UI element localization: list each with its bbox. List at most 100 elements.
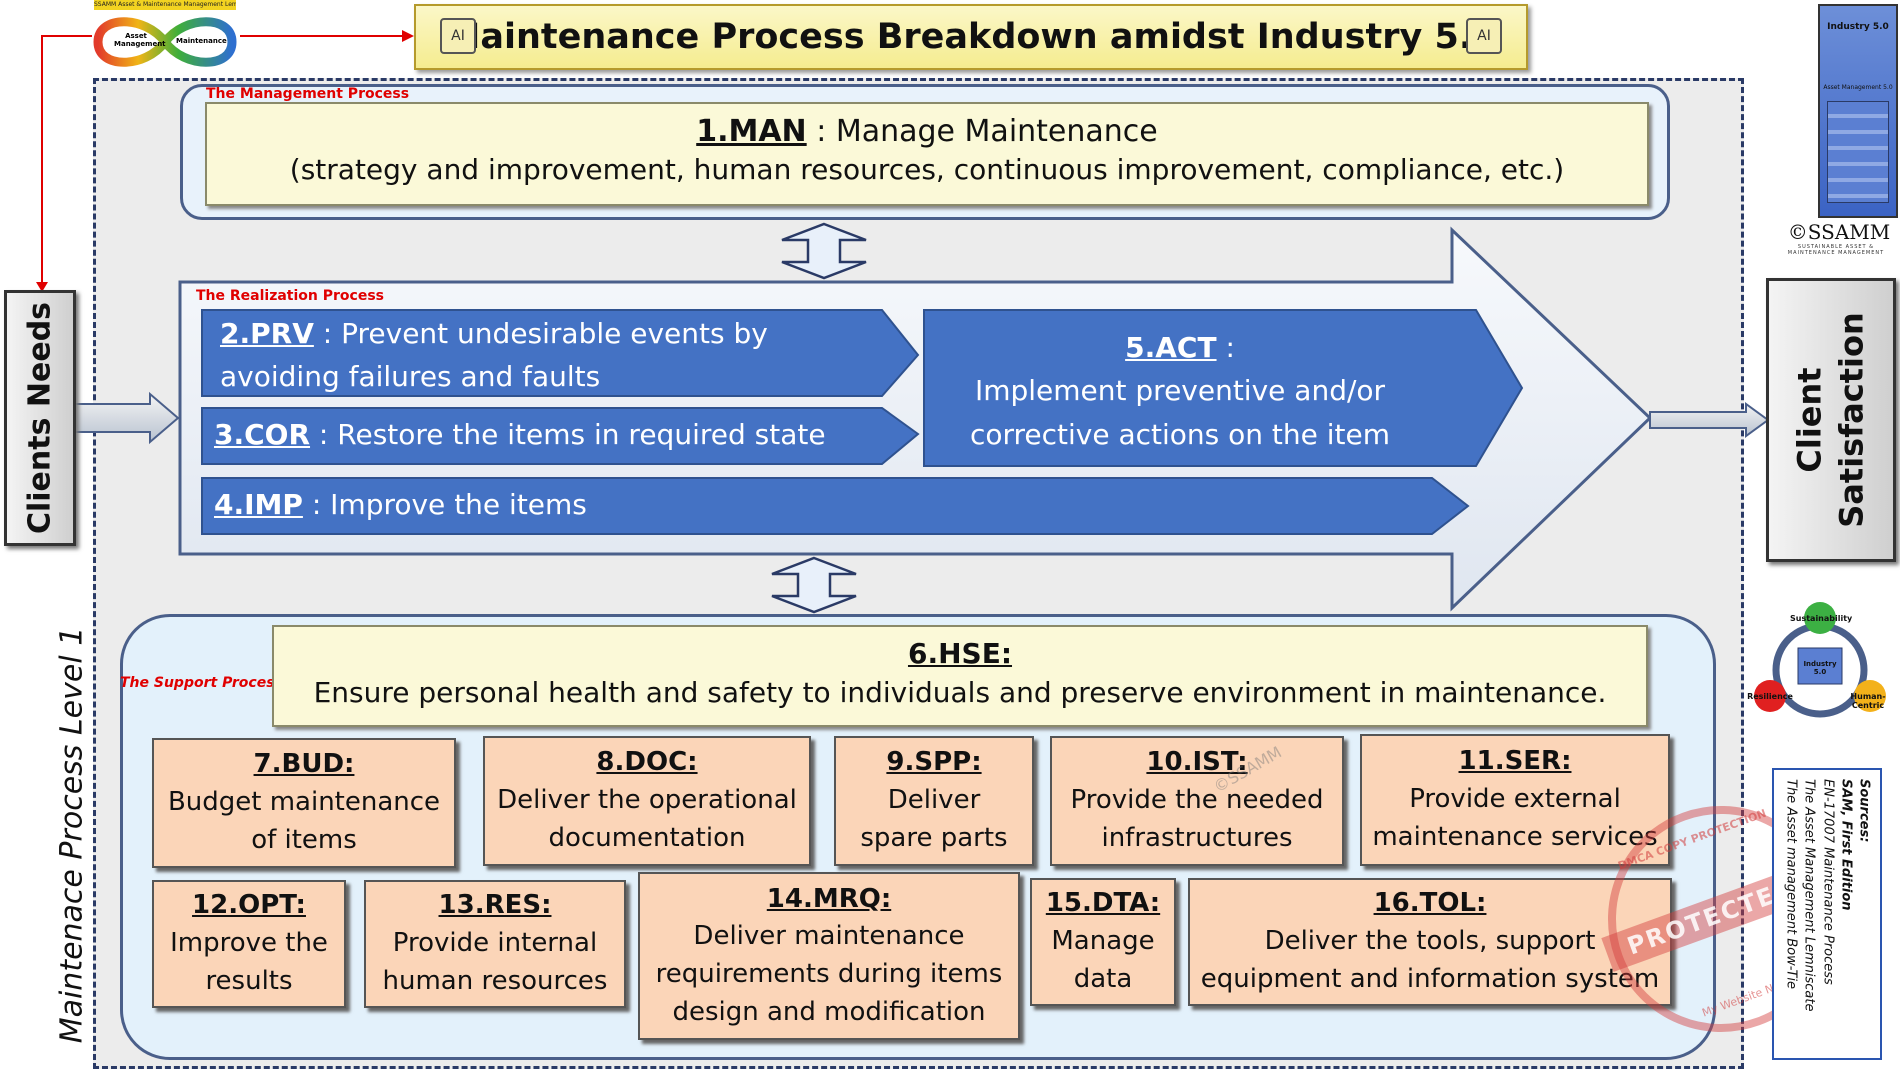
tile-line2: maintenance services [1372, 821, 1658, 852]
tile-code: 13.RES: [438, 890, 552, 921]
tile-line2: data [1073, 963, 1133, 994]
double-arrow-icon [771, 556, 857, 614]
support-process-label: The Support Process [120, 675, 283, 691]
clients-needs-box: Clients Needs [4, 290, 76, 546]
client-satisfaction-box: Client Satisfaction [1766, 278, 1896, 562]
source-item: EN-17007 Maintenance Process [1820, 779, 1836, 985]
book-title: Industry 5.0 [1827, 22, 1889, 32]
tile-code: 10.IST: [1146, 747, 1248, 778]
tile-line2: infrastructures [1101, 822, 1293, 853]
hse-code: 6.HSE: [274, 637, 1646, 670]
book-graphic [1827, 101, 1889, 203]
prv-code: 2.PRV [220, 317, 314, 350]
act-line2: corrective actions on the item [969, 417, 1391, 451]
hse-code-text: 6.HSE: [907, 637, 1013, 670]
management-process-label: The Management Process [206, 86, 410, 102]
clients-needs-label: Clients Needs [22, 301, 58, 535]
bowtie-top-label: Sustainability [1790, 614, 1853, 623]
page-title-bar: AI Maintenance Process Breakdown amidst … [414, 4, 1528, 70]
tile-line1: Deliver the tools, support [1264, 926, 1596, 957]
tile-code: 14.MRQ: [766, 883, 892, 914]
support-tile-opt: 12.OPT: Improve the results [152, 880, 346, 1008]
bowtie-ring-icon [1754, 602, 1886, 718]
support-tile-res: 13.RES: Provide internal human resources [364, 880, 626, 1008]
support-tile-dta: 15.DTA: Manage data [1030, 878, 1176, 1006]
tile-code: 15.DTA: [1045, 888, 1161, 919]
tile-line2: documentation [548, 822, 746, 853]
copyright-subtitle: SUSTAINABLE ASSET & MAINTENANCE MANAGEME… [1787, 244, 1885, 256]
tile-code: 16.TOL: [1373, 888, 1487, 919]
bowtie-left-label: Resilience [1747, 692, 1793, 701]
act-code: 5.ACT [1125, 331, 1217, 364]
cor-text: : Restore the items in required state [310, 418, 826, 451]
act-suffix: : [1216, 331, 1235, 364]
realization-process-label: The Realization Process [196, 288, 384, 304]
prv-process: 2.PRV : Prevent undesirable events by av… [220, 312, 900, 399]
source-item: The Asset Management Lemniscate [1801, 779, 1817, 1012]
prv-text2: avoiding failures and faults [220, 360, 601, 394]
man-title: : Manage Maintenance [806, 114, 1158, 149]
tile-code: 8.DOC: [596, 747, 698, 778]
ai-chip-icon: AI [440, 18, 476, 54]
logo-banner: SSAMM Asset & Maintenance Management Lem… [94, 0, 236, 10]
tile-code: 7.BUD: [253, 749, 355, 780]
book-subtitle: Asset Management 5.0 [1823, 84, 1893, 91]
ai-chip-icon: AI [1466, 18, 1502, 54]
man-code: 1.MAN [696, 114, 807, 149]
client-satisfaction-line2: Satisfaction [1832, 312, 1870, 528]
cor-code: 3.COR [214, 418, 311, 451]
tile-code: 9.SPP: [886, 747, 982, 778]
hse-description: Ensure personal health and safety to ind… [313, 676, 1607, 709]
tile-line2: equipment and information system [1200, 963, 1660, 994]
man-title-line: 1.MAN : Manage Maintenance [207, 114, 1647, 149]
sources-box: Sources: SAM, First Edition EN-17007 Mai… [1772, 768, 1882, 1060]
bowtie-right-label: Human-Centric [1850, 692, 1886, 710]
support-tile-tol: 16.TOL: Deliver the tools, support equip… [1188, 878, 1672, 1006]
act-title-line: 5.ACT : [930, 326, 1430, 369]
tile-line1: Deliver maintenance [693, 921, 965, 952]
tile-line2: human resources [382, 965, 608, 996]
support-tile-ser: 11.SER: Provide external maintenance ser… [1360, 734, 1670, 866]
client-satisfaction-line1: Client [1790, 367, 1829, 473]
tile-line1: Deliver [887, 785, 981, 816]
tile-line1: Provide external [1409, 784, 1621, 815]
act-line1: Implement preventive and/or [974, 374, 1386, 408]
act-process: 5.ACT : Implement preventive and/or corr… [930, 326, 1430, 456]
support-tile-bud: 7.BUD: Budget maintenance of items [152, 738, 456, 868]
prv-text1: : Prevent undesirable events by [313, 317, 768, 350]
lemniscate-icon [93, 17, 237, 67]
tile-line2: of items [251, 824, 357, 855]
tile-line2: spare parts [860, 822, 1008, 853]
imp-text: : Improve the items [302, 488, 587, 521]
support-tile-spp: 9.SPP: Deliver spare parts [834, 736, 1034, 866]
sources-heading: Sources: [1856, 779, 1872, 843]
lemniscate-logo: SSAMM Asset & Maintenance Management Lem… [90, 0, 240, 75]
copyright-label: ©SSAMM [1787, 220, 1891, 244]
hse-box: 6.HSE: Ensure personal health and safety… [272, 625, 1648, 727]
imp-code: 4.IMP [214, 488, 303, 521]
prv-line1: 2.PRV : Prevent undesirable events by [220, 312, 900, 355]
source-item: The Asset management Bow-Tie [1783, 779, 1799, 989]
tile-line1: Improve the [170, 928, 328, 959]
tile-line1: Deliver the operational [497, 785, 797, 816]
man-description: (strategy and improvement, human resourc… [289, 153, 1565, 186]
support-tile-doc: 8.DOC: Deliver the operational documenta… [483, 736, 811, 866]
page-title: Maintenance Process Breakdown amidst Ind… [445, 17, 1497, 57]
bowtie-center-label: Industry 5.0 [1803, 660, 1837, 676]
red-connector-lines [36, 30, 414, 292]
tile-line1: Budget maintenance [167, 787, 441, 818]
industry-bowtie-graphic: Sustainability Industry 5.0 Resilience H… [1740, 600, 1900, 720]
tile-code: 11.SER: [1458, 746, 1572, 777]
tile-line3: design and modification [672, 996, 986, 1027]
book-cover-image: Industry 5.0 Asset Management 5.0 [1818, 4, 1898, 218]
source-item: SAM, First Edition [1838, 779, 1854, 911]
logo-left-label: Asset Management [114, 32, 166, 48]
cor-process: 3.COR : Restore the items in required st… [214, 418, 894, 451]
tile-line1: Provide the needed [1070, 785, 1324, 816]
imp-process: 4.IMP : Improve the items [214, 488, 1114, 521]
sources-list: Sources: SAM, First Edition EN-17007 Mai… [1782, 779, 1873, 1049]
tile-code: 12.OPT: [192, 890, 306, 921]
client-satisfaction-label: Client Satisfaction [1789, 312, 1872, 527]
double-arrow-icon [781, 222, 867, 280]
